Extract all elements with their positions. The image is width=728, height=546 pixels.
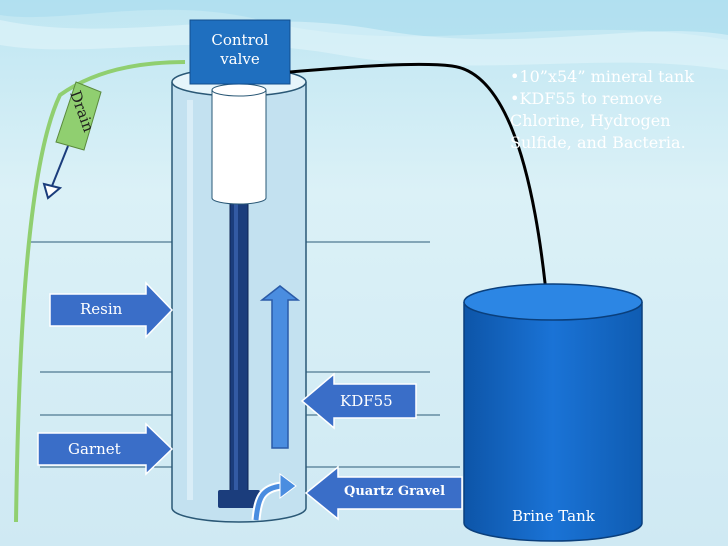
background-wave-light [0, 20, 728, 70]
tank-note-line: Chlorine, Hydrogen [510, 111, 671, 130]
drain-tag: Drain [42, 81, 102, 200]
brine-tank-label: Brine Tank [512, 507, 595, 525]
drain-tag-tip-icon [42, 182, 63, 200]
tank-note-line: Sulfide, and Bacteria. [510, 133, 686, 152]
resin-callout-arrow [49, 281, 174, 339]
drain-tag-stem [51, 145, 69, 187]
control-valve-box [189, 19, 291, 85]
return-flow-arrowhead [279, 473, 297, 499]
valve-body [211, 90, 267, 205]
tank-note-line: •KDF55 to remove [510, 89, 663, 108]
control-valve-label-line2: valve [220, 50, 260, 68]
return-flow-arrow-inner [253, 483, 283, 521]
quartz-gravel-callout-arrow [304, 465, 463, 521]
kdf55-label: KDF55 [340, 392, 393, 410]
quartz-gravel-label: Quartz Gravel [344, 484, 446, 499]
resin-label: Resin [80, 300, 123, 318]
kdf55-callout-arrow [300, 372, 417, 430]
garnet-callout-arrow [37, 422, 174, 476]
upflow-arrow [259, 285, 301, 449]
garnet-label: Garnet [68, 440, 121, 458]
control-valve-label-line1: Control [211, 31, 269, 49]
valve-body-top [211, 83, 267, 97]
brine-tank-body [463, 302, 643, 542]
tank-note-line: •10”x54” mineral tank [510, 67, 695, 86]
control-valve-label: Control valve [190, 31, 290, 69]
bottom-distributor [218, 490, 260, 508]
brine-tank-top [463, 283, 643, 321]
background-wave [0, 0, 728, 40]
drain-line [14, 60, 186, 523]
brine-tank [463, 283, 643, 542]
riser-tube-shine [234, 90, 238, 490]
drain-tag-shape [55, 81, 102, 151]
tank-notes: •10”x54” mineral tank •KDF55 to remove C… [510, 66, 722, 154]
